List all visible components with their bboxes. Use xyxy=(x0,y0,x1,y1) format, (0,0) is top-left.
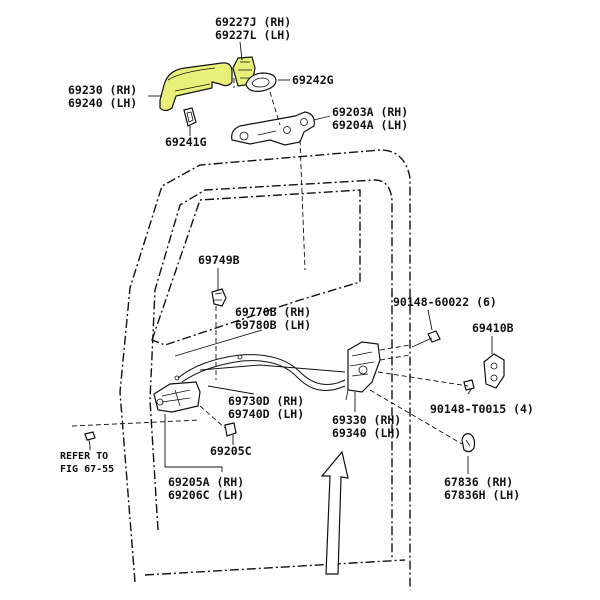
label-67836h-lh: 67836H (LH) xyxy=(444,488,520,502)
screw-lower-icon[interactable] xyxy=(463,379,475,391)
label-90148-t0015: 90148-T0015 (4) xyxy=(430,402,534,416)
label-69203: 69203A (RH) 69204A (LH) xyxy=(332,105,408,132)
handle-frame-icon[interactable] xyxy=(231,111,315,146)
label-69330: 69330 (RH) 69340 (LH) xyxy=(332,413,401,440)
door-lock-icon[interactable] xyxy=(345,341,381,401)
label-69740-lh: 69740D (LH) xyxy=(228,407,304,421)
label-69241g: 69241G xyxy=(165,135,207,149)
clip-icon[interactable] xyxy=(224,422,237,437)
small-gasket-icon[interactable] xyxy=(183,107,197,127)
label-69730-rh: 69730D (RH) xyxy=(228,394,304,408)
label-67836: 67836 (RH) 67836H (LH) xyxy=(444,475,520,502)
lock-striker-icon[interactable] xyxy=(483,353,505,389)
control-cable-icon[interactable] xyxy=(174,354,346,391)
door-outline xyxy=(119,149,411,590)
leader-lines xyxy=(89,41,493,474)
label-69340-lh: 69340 (LH) xyxy=(332,426,401,440)
label-69749b: 69749B xyxy=(198,253,240,267)
label-69730: 69730D (RH) 69740D (LH) xyxy=(228,394,304,421)
arrow-up-icon xyxy=(320,450,349,575)
label-69230-rh: 69230 (RH) xyxy=(68,83,137,97)
label-69770: 69770B (RH) 69780B (LH) xyxy=(235,305,311,332)
label-refer: REFER TO FIG 67-55 xyxy=(60,451,114,475)
inside-handle-icon[interactable] xyxy=(153,381,201,413)
label-69205c: 69205C xyxy=(210,444,252,458)
label-69205a: 69205A (RH) 69206C (LH) xyxy=(168,475,244,502)
rod-clip-icon[interactable] xyxy=(211,288,227,307)
label-69227-rh: 69227J (RH) xyxy=(215,15,291,29)
label-69780-lh: 69780B (LH) xyxy=(235,318,311,332)
label-69410b: 69410B xyxy=(472,321,514,335)
lock-cover-icon[interactable] xyxy=(461,433,476,453)
label-refer-to: REFER TO xyxy=(60,451,108,462)
label-69204-lh: 69204A (LH) xyxy=(332,118,408,132)
gasket-icon[interactable] xyxy=(245,72,277,92)
label-69227-lh: 69227L (LH) xyxy=(215,28,291,42)
label-69227: 69227J (RH) 69227L (LH) xyxy=(215,15,291,42)
label-90148-60022: 90148-60022 (6) xyxy=(393,295,497,309)
label-69203-rh: 69203A (RH) xyxy=(332,105,408,119)
screw-upper-icon[interactable] xyxy=(411,330,441,348)
label-69770-rh: 69770B (RH) xyxy=(235,305,311,319)
bolt-left-icon[interactable] xyxy=(84,431,96,447)
label-69230: 69230 (RH) 69240 (LH) xyxy=(68,83,137,110)
label-67836-rh: 67836 (RH) xyxy=(444,475,513,489)
label-69330-rh: 69330 (RH) xyxy=(332,413,401,427)
label-fig-67-55: FIG 67-55 xyxy=(60,464,114,475)
label-69240-lh: 69240 (LH) xyxy=(68,96,137,110)
label-69206c-lh: 69206C (LH) xyxy=(168,488,244,502)
label-69205a-rh: 69205A (RH) xyxy=(168,475,244,489)
label-69242g: 69242G xyxy=(292,73,334,87)
assembly-lines xyxy=(71,78,469,445)
outside-handle-icon[interactable] xyxy=(159,62,233,112)
